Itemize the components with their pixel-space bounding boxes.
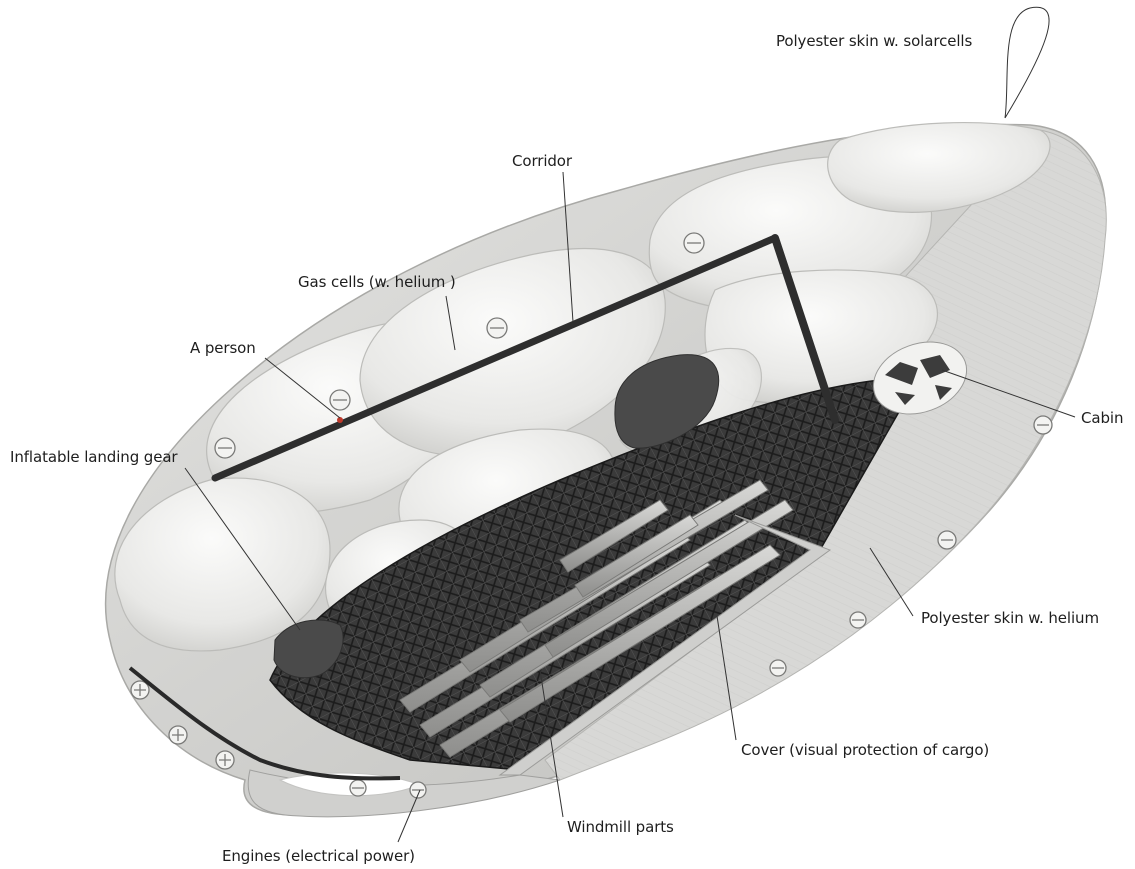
engine-icon — [330, 390, 350, 410]
engine-icon — [350, 780, 366, 796]
engine-icon — [215, 438, 235, 458]
label-skin-helium: Polyester skin w. helium — [921, 609, 1099, 627]
engine-icon — [1034, 416, 1052, 434]
engine-icon — [487, 318, 507, 338]
label-landing-gear: Inflatable landing gear — [10, 448, 178, 466]
engine-icon — [938, 531, 956, 549]
label-corridor: Corridor — [512, 152, 572, 170]
leader-skin-solar — [1005, 7, 1049, 118]
label-windmill: Windmill parts — [567, 818, 674, 836]
label-gas-cells: Gas cells (w. helium ) — [298, 273, 456, 291]
label-cabin: Cabin — [1081, 409, 1123, 427]
label-skin-solar: Polyester skin w. solarcells — [776, 32, 972, 50]
label-cover: Cover (visual protection of cargo) — [741, 741, 989, 759]
engine-icon — [770, 660, 786, 676]
label-engines: Engines (electrical power) — [222, 847, 415, 865]
engine-icon — [684, 233, 704, 253]
engine-icon — [850, 612, 866, 628]
label-person: A person — [190, 339, 256, 357]
engine-icon — [169, 726, 187, 744]
engine-icon — [216, 751, 234, 769]
